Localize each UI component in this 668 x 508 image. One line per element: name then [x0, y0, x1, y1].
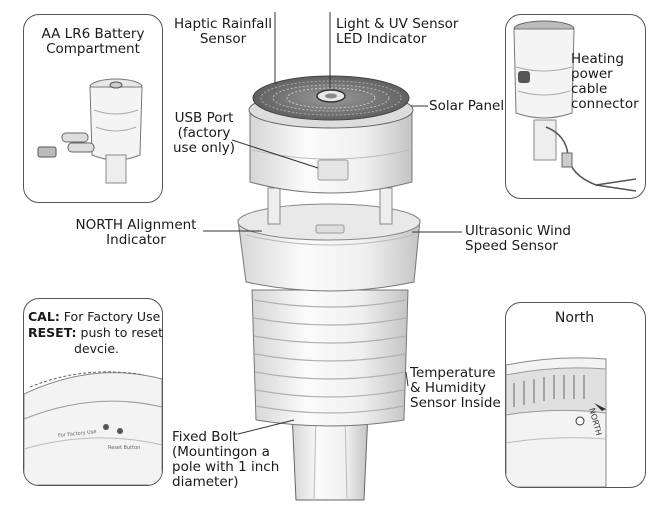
- label-heating-line-2: power: [571, 66, 613, 82]
- cal-reset-drawing: [24, 371, 162, 485]
- battery-inset: [23, 14, 163, 203]
- label-reset-text: push to reset: [80, 325, 163, 340]
- label-solar: Solar Panel: [429, 98, 505, 114]
- label-heating-line-1: Heating: [571, 51, 624, 67]
- label-battery-line-2: Compartment: [46, 41, 140, 57]
- label-bolt-line-3: pole with 1 inch: [172, 459, 280, 475]
- north-drawing: [506, 357, 607, 487]
- heating-drawing: [513, 20, 637, 192]
- label-rainfall-line-2: Sensor: [199, 31, 247, 47]
- label-heating: Heating power cable connector: [571, 52, 639, 112]
- label-usb-line-2: (factory: [177, 125, 231, 141]
- label-cal-text: For Factory Use: [63, 309, 161, 324]
- label-battery: AA LR6 Battery Compartment: [25, 27, 161, 57]
- label-usb-line-1: USB Port: [174, 110, 234, 126]
- label-north-align: NORTH Alignment Indicator: [66, 218, 206, 248]
- label-light-line-1: Light & UV Sensor: [336, 16, 459, 32]
- cal-reset-inset: For Factory Use Reset Button: [23, 298, 163, 486]
- label-usb-line-3: use only): [172, 140, 235, 156]
- label-bolt: Fixed Bolt (Mountingon a pole with 1 inc…: [172, 430, 279, 490]
- battery-drawing: [37, 78, 143, 184]
- label-bolt-line-1: Fixed Bolt: [172, 429, 238, 445]
- label-bolt-line-4: diameter): [172, 474, 239, 490]
- label-temperature-line-2: & Humidity: [410, 380, 487, 396]
- label-temperature-line-1: Temperature: [410, 365, 496, 381]
- label-ultrasonic: Ultrasonic Wind Speed Sensor: [465, 224, 571, 254]
- label-north-align-line-2: Indicator: [106, 232, 166, 248]
- label-light-line-2: LED Indicator: [336, 31, 427, 47]
- label-temperature: Temperature & Humidity Sensor Inside: [410, 366, 501, 411]
- sensor-head: [249, 109, 413, 194]
- label-north: North: [554, 310, 595, 326]
- label-heating-line-4: connector: [571, 96, 639, 112]
- label-ultrasonic-line-1: Ultrasonic Wind: [465, 223, 571, 239]
- inset-reset-button: Reset Button: [108, 445, 141, 451]
- label-cal-key: CAL:: [28, 309, 60, 324]
- label-bolt-line-2: (Mountingon a: [172, 444, 270, 460]
- label-ultrasonic-line-2: Speed Sensor: [465, 238, 558, 254]
- heating-inset: [505, 14, 646, 199]
- label-reset-key: RESET:: [28, 325, 77, 340]
- label-heating-line-3: cable: [571, 81, 608, 97]
- label-north-align-line-1: NORTH Alignment: [75, 217, 197, 233]
- label-battery-line-1: AA LR6 Battery: [41, 26, 145, 42]
- radiation-shield: [251, 289, 409, 427]
- label-cal: CAL: For Factory Use: [28, 309, 160, 324]
- north-inset: NORTH: [505, 302, 646, 488]
- label-reset-line-2: devcie.: [74, 341, 120, 356]
- label-rainfall: Haptic Rainfall Sensor: [170, 17, 276, 47]
- label-usb: USB Port (factory use only): [168, 111, 240, 156]
- usb-port-cover: [317, 159, 349, 181]
- label-light: Light & UV Sensor LED Indicator: [336, 17, 458, 47]
- label-temperature-line-3: Sensor Inside: [410, 395, 501, 411]
- label-rainfall-line-1: Haptic Rainfall: [174, 16, 272, 32]
- ultrasonic-housing: [237, 203, 421, 292]
- label-reset: RESET: push to reset: [28, 325, 163, 340]
